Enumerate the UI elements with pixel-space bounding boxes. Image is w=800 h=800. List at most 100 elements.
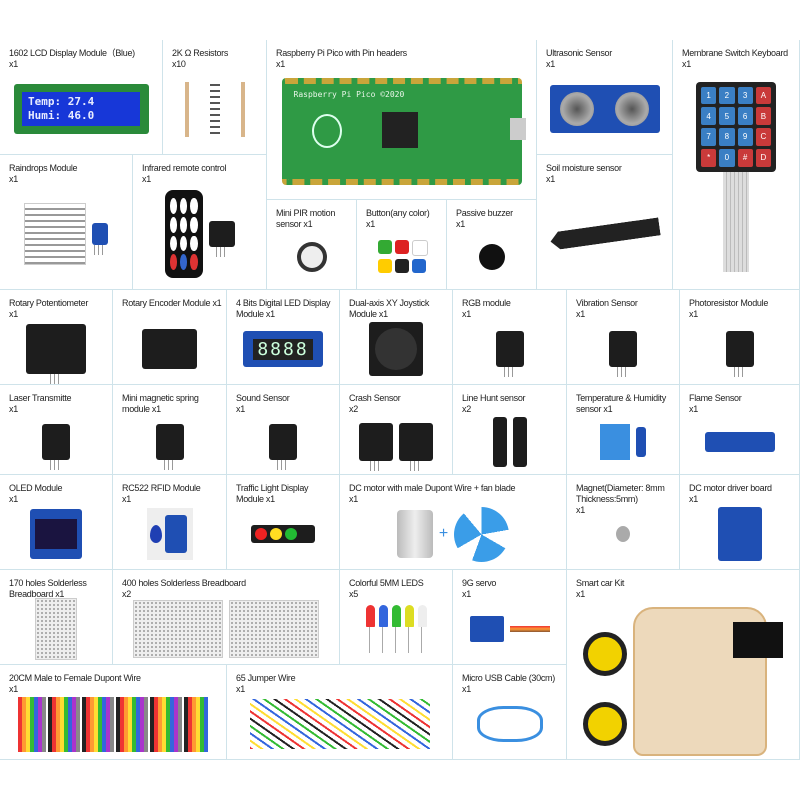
keypad-key: C: [755, 128, 771, 146]
buzzer-image: [478, 243, 505, 270]
ultrasonic-sensor-icon: [537, 72, 672, 146]
module-board: [399, 422, 433, 471]
item-quantity: x1: [546, 174, 555, 184]
keypad-key: 8: [719, 128, 735, 146]
usb-cable-image: [476, 706, 543, 742]
keypad-key: 2: [719, 86, 735, 105]
item-title: 1602 LCD Display Module（Blue)x1: [9, 48, 158, 70]
item-name: Infrared remote control: [142, 163, 227, 173]
kit-item-buttons: Button(any color)x1: [357, 200, 447, 290]
jumper-wire-icon: [227, 697, 452, 751]
module-board: [164, 515, 187, 553]
soil-sensor-image: [549, 217, 660, 250]
traffic-light-image: [251, 525, 315, 543]
smart-car-icon: [567, 602, 799, 756]
keypad-key: *: [701, 148, 717, 167]
sound-sensor-icon: [227, 417, 339, 470]
breadboard-image: [229, 600, 319, 658]
item-name: Rotary Encoder Module x1: [122, 298, 222, 308]
oled-image: [30, 509, 82, 559]
kit-item-traffic-light: Traffic Light Display Module x1: [227, 475, 340, 570]
item-name: 4 Bits Digital LED Display Module x1: [236, 298, 331, 319]
buttons-icon: [357, 232, 446, 281]
module-board: [725, 331, 754, 377]
item-quantity: x10: [172, 59, 186, 69]
item-quantity: x1: [236, 404, 245, 414]
leds-icon: [340, 602, 452, 656]
plus-icon: +: [438, 525, 449, 542]
item-quantity: x1: [576, 589, 585, 599]
pir-sensor-icon: [267, 232, 356, 281]
traffic-light-icon: [227, 507, 339, 561]
item-name: Rotary Potentiometer: [9, 298, 89, 308]
item-name: Sound Sensor: [236, 393, 290, 403]
servo-wire: [509, 626, 550, 632]
item-quantity: x1: [546, 59, 555, 69]
oled-icon: [0, 507, 112, 561]
item-quantity: x1: [689, 404, 698, 414]
buzzer-icon: [447, 232, 536, 281]
photoresistor-icon: [680, 322, 799, 377]
dht-sensor-icon: [567, 417, 679, 466]
rgb-module-icon: [453, 322, 566, 377]
item-title: DC motor with male Dupont Wire + fan bla…: [349, 483, 562, 505]
segment-display-icon: 8888: [227, 322, 339, 376]
item-name: Micro USB Cable (30cm): [462, 673, 555, 683]
item-name: RC522 RFID Module: [122, 483, 201, 493]
reed-switch-icon: [113, 417, 226, 470]
potentiometer-icon: [0, 322, 112, 384]
kit-item-mini-breadboard: 170 holes Solderless Breadboard x1: [0, 570, 113, 665]
servo-image: [469, 616, 504, 642]
item-name: Button(any color): [366, 208, 430, 218]
keypad-key: 7: [701, 128, 717, 146]
item-quantity: x1: [456, 219, 465, 229]
magnet-icon: [567, 507, 679, 561]
item-title: Magnet(Diameter: 8mm Thickness:5mm)x1: [576, 483, 675, 516]
pico-board-image: Raspberry Pi Pico ©2020: [281, 78, 526, 185]
breadboard-image: [133, 600, 223, 658]
vibration-sensor-icon: [567, 322, 679, 377]
kit-item-magnet: Magnet(Diameter: 8mm Thickness:5mm)x1: [567, 475, 680, 570]
dht-image: [600, 423, 630, 460]
item-name: Photoresistor Module: [689, 298, 769, 308]
ultrasonic-image: [549, 85, 660, 133]
usb-cable-icon: [453, 697, 566, 751]
item-name: 400 holes Solderless Breadboard: [122, 578, 246, 588]
keypad-key: #: [737, 148, 753, 167]
lcd-line: Humi: 46.0: [28, 109, 95, 122]
item-title: Traffic Light Display Module x1: [236, 483, 335, 505]
jumper-wire-image: [249, 699, 430, 749]
pir-image: [296, 241, 327, 272]
item-name: 1602 LCD Display Module（Blue): [9, 48, 135, 58]
item-title: Mini PIR motion sensor x1: [276, 208, 352, 230]
keypad-key: 3: [737, 86, 753, 105]
motor-image: [396, 510, 433, 558]
rfid-icon: [113, 507, 226, 561]
lcd-line: Temp: 27.4: [28, 95, 95, 108]
board-label: Raspberry Pi Pico ©2020: [293, 90, 405, 99]
